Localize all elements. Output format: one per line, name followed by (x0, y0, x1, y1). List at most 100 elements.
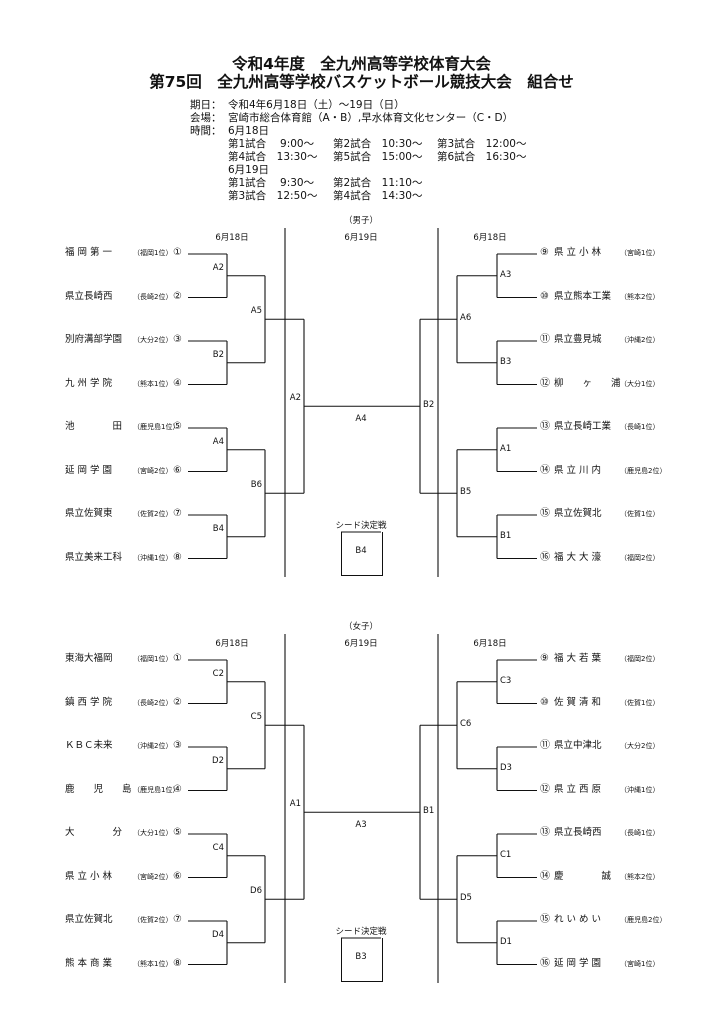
team-name: 熊 本 商 業 (65, 957, 113, 969)
team-qualifier: （佐賀2位） (133, 916, 173, 924)
team-qualifier: （鹿児島2位） (620, 916, 667, 924)
boys-left-court-r2: A5 (250, 306, 262, 317)
team-qualifier: （大分2位） (133, 336, 173, 344)
schedule-slot: 第6試合 16:30～ (437, 151, 527, 163)
girls-date-right: 6月18日 (473, 639, 507, 649)
team-name: 別府溝部学園 (65, 334, 123, 345)
team-qualifier: （佐賀2位） (133, 510, 173, 518)
team-seed-number: ③ (173, 740, 182, 751)
girls-right-court-r1: D3 (500, 762, 512, 773)
team-qualifier: （鹿児島1位） (133, 785, 180, 794)
girls-seed-court: B3 (355, 952, 367, 962)
girls-left-court-r2: C5 (250, 712, 262, 723)
team-name: 柳 ヶ 浦 (554, 377, 621, 389)
team-name: 九 州 学 院 (65, 377, 113, 389)
team-seed-number: ⑨ (540, 653, 549, 664)
girls-section-label: （女子） (343, 622, 379, 632)
team-seed-number: ⑧ (173, 551, 182, 563)
team-qualifier: （沖縄2位） (133, 742, 173, 750)
boys-date-right: 6月18日 (473, 233, 507, 243)
girls-right-court-r1: C3 (500, 675, 512, 686)
team-seed-number: ⑦ (173, 914, 182, 925)
boys-left-court-r1: B2 (212, 349, 224, 360)
schedule-slot: 第4試合 14:30～ (333, 190, 423, 202)
boys-date-left: 6月18日 (215, 233, 249, 243)
team-name: ＫＢＣ未来 (65, 740, 113, 751)
girls-date-center: 6月19日 (344, 639, 378, 649)
team-qualifier: （福岡2位） (620, 655, 660, 663)
team-name: 佐 賀 清 和 (554, 696, 602, 708)
team-seed-number: ⑮ (540, 508, 550, 519)
team-name: 延 岡 学 園 (554, 957, 602, 969)
schedule-slot: 第5試合 15:00～ (333, 151, 423, 163)
girls-right-court-r2: D5 (460, 893, 472, 904)
team-qualifier: （熊本1位） (133, 959, 173, 968)
girls-seed-box (341, 938, 383, 982)
girls-left-court-r1: D4 (212, 929, 224, 940)
team-name: 県立佐賀北 (65, 914, 113, 925)
team-qualifier: （沖縄2位） (620, 336, 660, 344)
team-name: 県立長崎工業 (554, 421, 612, 432)
team-name: 県立佐賀東 (65, 508, 113, 519)
girls-left-court-r1: D2 (212, 755, 224, 766)
team-name: 県立長崎西 (554, 827, 602, 838)
team-seed-number: ⑤ (173, 827, 182, 838)
schedule-slot: 第3試合 12:50～ (228, 190, 318, 202)
team-seed-number: ② (173, 290, 182, 302)
boys-right-court-r2: B5 (460, 487, 472, 498)
girls-left-team-row: ＫＢＣ未来 （沖縄2位）③ (65, 740, 182, 752)
team-qualifier: （長崎2位） (133, 698, 173, 707)
boys-section-label: （男子） (343, 216, 379, 226)
date-label: 期日： (190, 99, 222, 111)
girls-left-team-row: 東海大福岡（福岡1位）① (65, 653, 182, 665)
team-qualifier: （宮崎1位） (620, 249, 660, 257)
team-qualifier: （宮崎1位） (620, 959, 660, 968)
boys-right-court-r2: A6 (460, 313, 472, 324)
team-qualifier: （沖縄1位） (133, 553, 173, 562)
team-seed-number: ③ (173, 334, 182, 345)
team-name: 県 立 西 原 (554, 783, 602, 795)
team-name: 県 立 小 林 (65, 870, 113, 882)
team-name: 鎮 西 学 院 (65, 696, 113, 708)
day2-label: 6月19日 (228, 164, 270, 176)
schedule-slot: 第3試合 12:00～ (437, 138, 527, 150)
team-seed-number: ⑪ (540, 740, 550, 751)
girls-right-team-row: ⑬ 県立長崎西 （長崎1位） (540, 827, 659, 839)
team-seed-number: ⑦ (173, 508, 182, 519)
team-name: 県立佐賀北 (554, 508, 602, 519)
girls-left-team-row: 県立佐賀北 （佐賀2位）⑦ (65, 914, 182, 926)
team-seed-number: ① (173, 653, 182, 664)
girls-left-court-r3: A1 (289, 799, 301, 810)
girls-seed-label: シード決定戦 (335, 927, 387, 937)
team-qualifier: （鹿児島1位） (133, 423, 180, 431)
team-name: 大 分 (65, 827, 123, 838)
venue-value: 宮崎市総合体育館（A・B）,早水体育文化センター（C・D） (228, 112, 514, 124)
boys-right-court-r1: B1 (500, 530, 512, 541)
boys-left-court-r1: A4 (212, 436, 224, 447)
venue-label: 会場： (190, 112, 222, 124)
team-qualifier: （福岡2位） (620, 553, 660, 562)
team-name: 池 田 (65, 421, 123, 432)
boys-left-team-row: 県立美来工科（沖縄1位）⑧ (65, 552, 182, 564)
team-qualifier: （長崎1位） (620, 829, 660, 837)
team-qualifier: （福岡1位） (133, 249, 173, 257)
boys-left-court-r3: A2 (289, 393, 301, 404)
team-qualifier: （長崎1位） (620, 423, 660, 431)
team-name: 慶 誠 (554, 870, 612, 882)
girls-final-court: A3 (355, 820, 367, 831)
schedule-slot: 第2試合 10:30～ (333, 138, 423, 150)
team-seed-number: ⑬ (540, 827, 550, 838)
boys-left-court-r1: A2 (212, 262, 224, 273)
team-seed-number: ⑫ (540, 377, 550, 389)
team-seed-number: ⑮ (540, 914, 550, 925)
team-qualifier: （大分2位） (620, 742, 660, 750)
